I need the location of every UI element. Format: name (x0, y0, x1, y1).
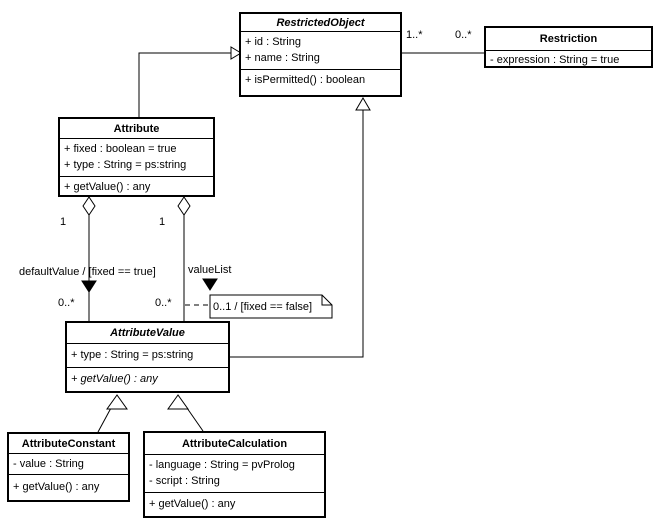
class-name: AttributeConstant (21, 437, 116, 450)
association-name-label: defaultValue / [fixed == true] (19, 266, 156, 278)
attribute-row: + fixed : boolean = true (64, 143, 177, 155)
multiplicity-label: 0..* (455, 29, 472, 41)
class-name: AttributeCalculation (181, 437, 288, 450)
attributes-compartment: - value : String (9, 453, 128, 474)
operations-compartment: + getValue() : any (145, 492, 324, 516)
attribute-row: - script : String (149, 475, 220, 487)
attributes-compartment: + fixed : boolean = true + type : String… (60, 138, 213, 176)
operation-row: + getValue() : any (149, 498, 236, 510)
attribute-row: - expression : String = true (490, 54, 620, 66)
class-name: AttributeValue (110, 327, 185, 339)
attributes-compartment: + type : String = ps:string (67, 343, 228, 367)
note-text: 0..1 / [fixed == false] (213, 301, 313, 313)
class-attribute-value: AttributeValue + type : String = ps:stri… (65, 321, 230, 393)
attribute-row: + id : String (245, 36, 301, 48)
attribute-row: + name : String (245, 52, 320, 64)
class-attribute: Attribute + fixed : boolean = true + typ… (58, 117, 215, 197)
note-shape (209, 294, 333, 319)
generalization-attributecalculation-line (186, 407, 204, 432)
generalization-arrowhead (167, 394, 189, 410)
attribute-row: - language : String = pvProlog (149, 459, 295, 471)
attributes-compartment: - expression : String = true (486, 50, 651, 66)
operation-row: + isPermitted() : boolean (245, 74, 366, 86)
multiplicity-label: 1..* (406, 29, 423, 41)
attributes-compartment: - language : String = pvProlog - script … (145, 454, 324, 492)
operations-compartment: + getValue() : any (60, 176, 213, 195)
class-name: Restriction (539, 33, 598, 45)
attribute-row: + type : String = ps:string (71, 349, 194, 361)
aggregation-diamond (177, 196, 191, 216)
multiplicity-label: 0..* (155, 297, 172, 309)
operations-compartment: + getValue() : any (67, 367, 228, 391)
class-name: RestrictedObject (276, 16, 365, 29)
operation-row: + getValue() : any (64, 181, 151, 193)
class-attribute-calculation: AttributeCalculation - language : String… (143, 431, 326, 518)
operations-compartment: + isPermitted() : boolean (241, 69, 400, 95)
operation-row: + getValue() : any (13, 481, 100, 493)
generalization-arrowhead (355, 97, 371, 111)
attributes-compartment: + id : String + name : String (241, 31, 400, 69)
attribute-row: - value : String (13, 458, 84, 470)
multiplicity-label: 1 (60, 216, 67, 228)
association-name-label: valueList (188, 264, 232, 276)
class-restriction: Restriction - expression : String = true (484, 26, 653, 68)
operations-compartment: + getValue() : any (9, 474, 128, 500)
class-name: Attribute (113, 122, 160, 135)
multiplicity-label: 1 (159, 216, 166, 228)
generalization-attribute-restrictedobject (138, 52, 232, 117)
generalization-attributevalue-restrictedobject (230, 109, 364, 358)
reading-direction-arrow (202, 278, 218, 291)
generalization-arrowhead (106, 394, 128, 410)
class-attribute-constant: AttributeConstant - value : String + get… (7, 432, 130, 502)
generalization-arrowhead (230, 46, 242, 60)
generalization-attributeconstant-line (97, 407, 112, 433)
reading-direction-arrow (81, 280, 97, 293)
note-fold (321, 295, 332, 306)
aggregation-diamond (82, 196, 96, 216)
multiplicity-label: 0..* (58, 297, 75, 309)
class-restricted-object: RestrictedObject + id : String + name : … (239, 12, 402, 97)
attribute-row: + type : String = ps:string (64, 159, 187, 171)
operation-row: + getValue() : any (71, 373, 158, 385)
